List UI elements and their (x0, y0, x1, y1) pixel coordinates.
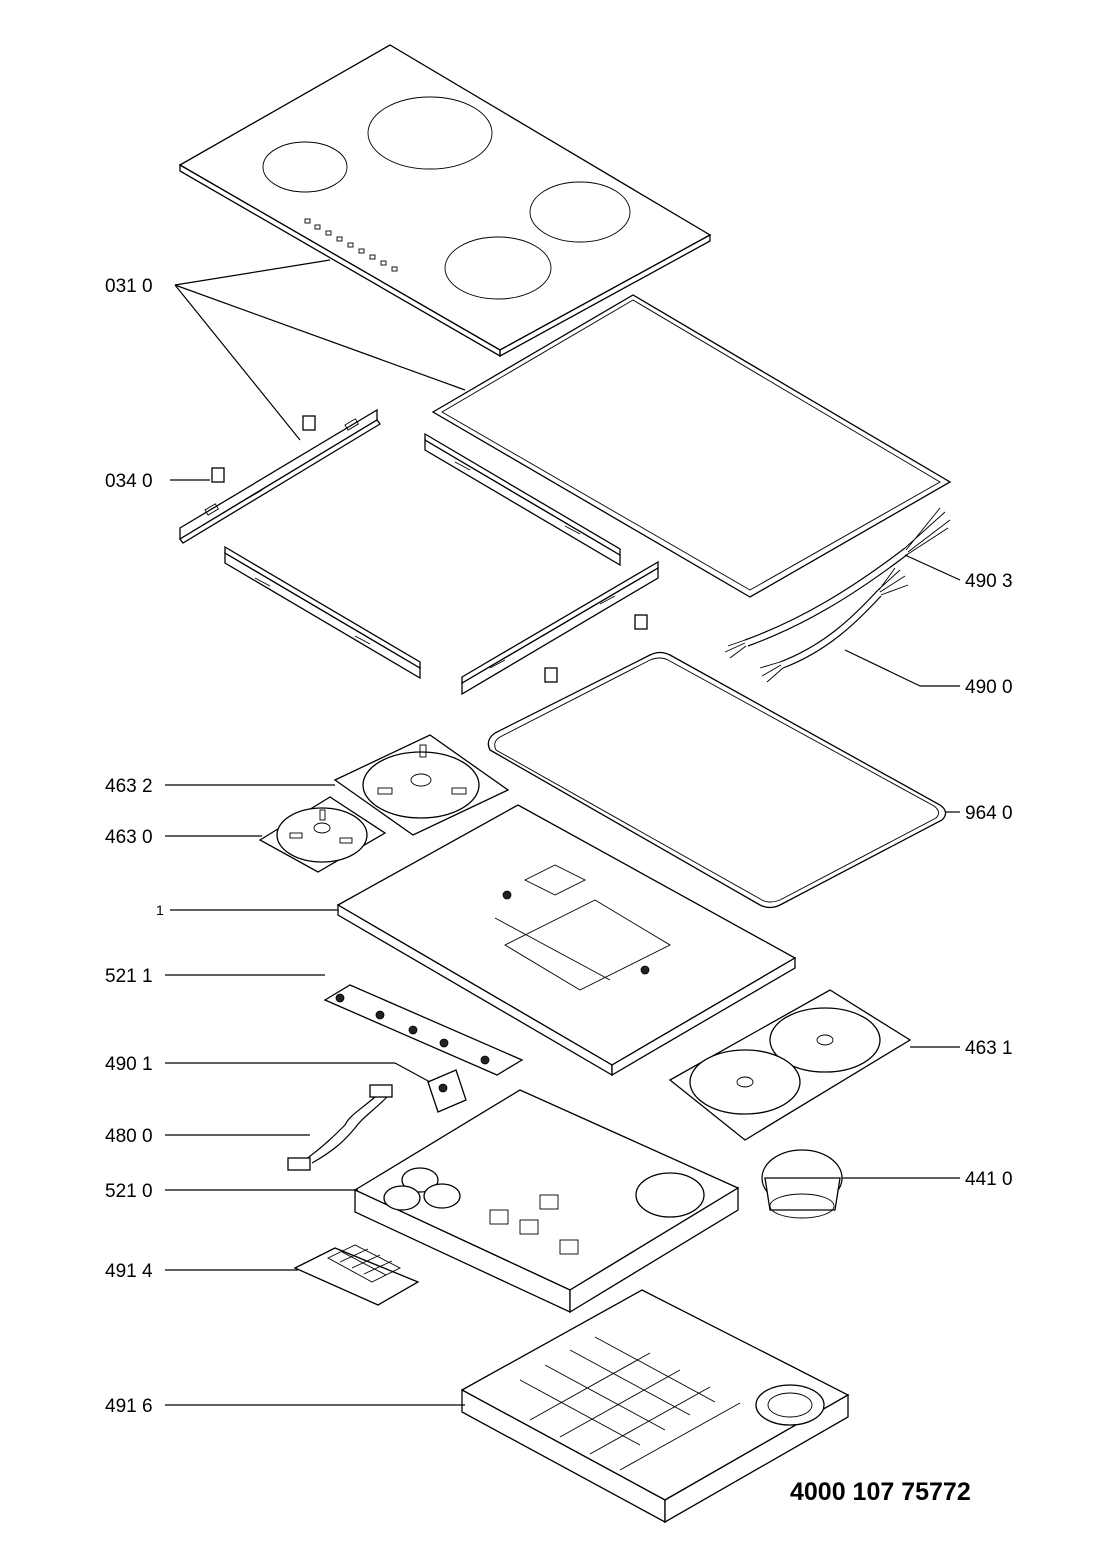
trim-strip-left-top (179, 408, 381, 544)
support-plate (336, 804, 797, 1077)
inductor-coil-rear (333, 734, 510, 836)
label-964-0: 964 0 (965, 803, 1013, 824)
part-labels: 031 0 034 0 490 3 490 0 463 2 463 0 964 … (105, 276, 1013, 1417)
label-034-0: 034 0 (105, 471, 153, 492)
label-1: 1 (156, 902, 164, 918)
label-463-0: 463 0 (105, 827, 153, 848)
trim-strip-left-bottom (224, 545, 421, 680)
control-board (323, 984, 524, 1076)
label-521-1: 521 1 (105, 966, 153, 987)
label-463-1: 463 1 (965, 1038, 1013, 1059)
inductor-coil-small (258, 796, 387, 873)
control-symbols (304, 218, 398, 272)
label-490-1: 490 1 (105, 1054, 153, 1075)
cooling-fan (761, 1149, 843, 1219)
filter-grid (293, 1244, 420, 1306)
connector-holder (427, 1069, 467, 1113)
bottom-casing (460, 1289, 850, 1524)
document-number: 4000 107 75772 (790, 1478, 971, 1506)
label-480-0: 480 0 (105, 1126, 153, 1147)
label-031-0: 031 0 (105, 276, 153, 297)
clip-left (211, 415, 316, 483)
trim-strip-right-bottom (461, 560, 659, 696)
leader-lines (165, 259, 961, 1406)
top-gasket-frame (431, 294, 952, 598)
casing-grid (519, 1336, 741, 1471)
power-cable-upper (724, 507, 951, 659)
power-cable-lower (759, 567, 909, 683)
label-491-6: 491 6 (105, 1396, 153, 1417)
label-441-0: 441 0 (965, 1169, 1013, 1190)
label-490-3: 490 3 (965, 571, 1013, 592)
label-490-0: 490 0 (965, 677, 1013, 698)
trim-strip-right-top (424, 432, 621, 567)
glass-ceramic-top (178, 44, 712, 358)
power-board-housing (353, 1089, 740, 1314)
bottom-seal (487, 651, 947, 909)
ribbon-cable (287, 1084, 393, 1171)
label-463-2: 463 2 (105, 776, 153, 797)
inductor-coil-double (668, 989, 912, 1141)
label-521-0: 521 0 (105, 1181, 153, 1202)
label-491-4: 491 4 (105, 1261, 153, 1282)
